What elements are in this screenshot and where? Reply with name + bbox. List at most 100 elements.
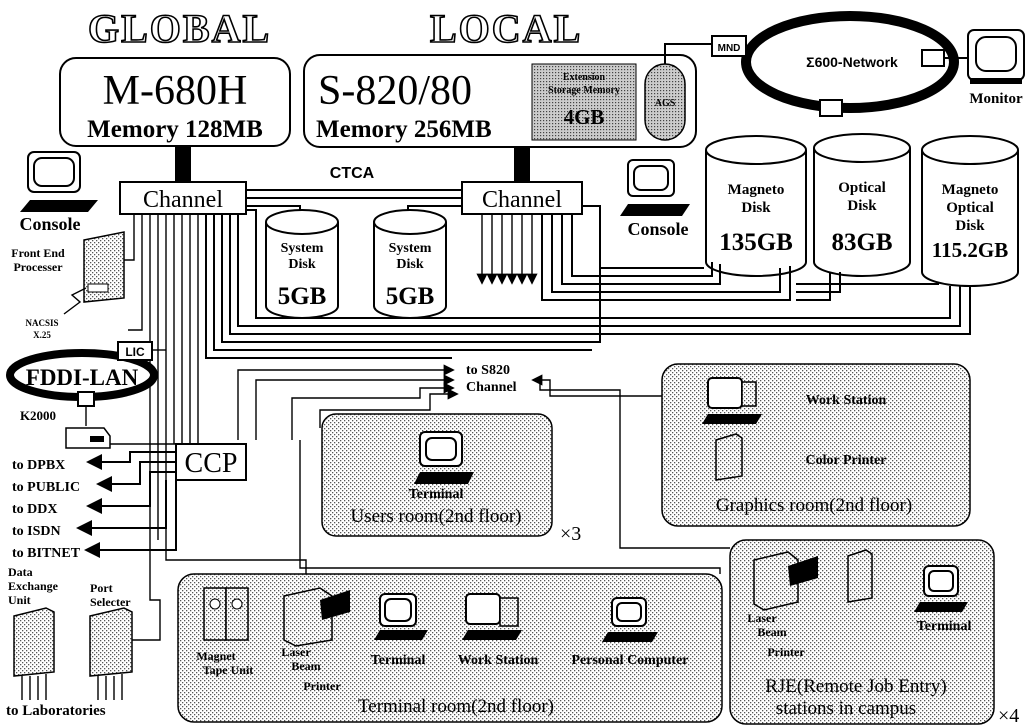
- magnet-line2: Tape Unit: [203, 663, 254, 677]
- monitor-icon: [967, 29, 1025, 84]
- system-disk-2-size: 5GB: [386, 283, 435, 310]
- left-channel-cables: [124, 209, 971, 641]
- data-exchange-unit-icon: [13, 607, 55, 700]
- mo-disk-size: 115.2GB: [932, 238, 1008, 262]
- sigma600-network: MND Σ600-Network: [711, 11, 968, 117]
- front-end-line2: Processer: [13, 260, 63, 274]
- channel-right-arrows: [476, 214, 538, 285]
- rje-multiplier: ×4: [998, 705, 1019, 727]
- ctca-label: CTCA: [330, 165, 375, 182]
- ccp-label: CCP: [185, 448, 238, 479]
- magnet-line1: Magnet: [196, 649, 235, 663]
- rje-terminal-label: Terminal: [917, 619, 972, 634]
- rje-laser-line2: Beam: [757, 625, 786, 639]
- rje-server-icon: [847, 549, 873, 603]
- laser-printer-icon: [283, 587, 350, 647]
- terminal-room-name: Terminal room(2nd floor): [358, 696, 554, 717]
- system-disk-1: [265, 209, 339, 319]
- console-right-label: Console: [627, 219, 688, 239]
- fddi-label: FDDI-LAN: [26, 365, 139, 390]
- users-room-name: Users room(2nd floor): [351, 506, 522, 527]
- k2000-device-icon: [65, 427, 111, 449]
- magneto-disk-line2: Disk: [741, 200, 771, 216]
- optical-disk: [813, 133, 911, 277]
- optical-disk-size: 83GB: [831, 229, 892, 256]
- tr-workstation-label: Work Station: [458, 653, 539, 668]
- channel-left-label: Channel: [143, 187, 223, 213]
- s820-memory: Memory 256MB: [316, 116, 492, 143]
- magneto-disk-size: 135GB: [719, 229, 793, 256]
- nacsis-line2: X.25: [33, 330, 51, 340]
- system-disk-2-line2: Disk: [396, 257, 423, 272]
- console-left-label: Console: [19, 214, 80, 234]
- users-room-terminal-label: Terminal: [409, 487, 464, 502]
- disk-cables: [541, 205, 939, 301]
- data-exchange-line1: Data: [8, 565, 33, 579]
- tr-pc-label: Personal Computer: [571, 653, 688, 668]
- monitor-label: Monitor: [969, 91, 1023, 107]
- nacsis-lightning: [63, 287, 87, 315]
- front-end-processer-icon: [83, 231, 125, 303]
- mo-disk-line3: Disk: [955, 218, 985, 234]
- m680h-memory: Memory 128MB: [87, 116, 263, 143]
- system-disk-1-line2: Disk: [288, 257, 315, 272]
- graphics-workstation-icon: [702, 377, 762, 424]
- network-label: Σ600-Network: [806, 54, 898, 70]
- port-selecter-icon: [89, 607, 133, 700]
- terminal-room-workstation-icon: [462, 593, 522, 640]
- channel-right-label: Channel: [482, 187, 562, 213]
- ext-line1: Extension: [563, 72, 606, 83]
- port-selecter-line2: Selecter: [90, 595, 131, 609]
- graphics-room-name: Graphics room(2nd floor): [716, 495, 912, 516]
- system-disk-1-line1: System: [281, 241, 324, 256]
- to-s820-line2: Channel: [466, 380, 517, 395]
- ags-label: AGS: [655, 98, 676, 109]
- tr-laser-line1: Laser: [281, 645, 311, 659]
- to-s820-arrows: [237, 364, 662, 540]
- link-bitnet: to BITNET: [12, 546, 81, 561]
- rje-laser-printer-icon: [753, 551, 818, 611]
- nacsis-line1: NACSIS: [25, 318, 58, 328]
- personal-computer-icon: [602, 597, 658, 642]
- data-exchange-line2: Exchange: [8, 579, 59, 593]
- link-ddx: to DDX: [12, 502, 58, 517]
- front-end-line1: Front End: [11, 246, 65, 260]
- users-room-multiplier: ×3: [560, 523, 581, 545]
- m680h-link-bar: [175, 146, 191, 184]
- tr-laser-line2: Beam: [291, 659, 320, 673]
- rje-name-line1: RJE(Remote Job Entry): [765, 676, 947, 697]
- mo-disk-line2: Optical: [946, 200, 994, 216]
- console-left-icon: [20, 151, 98, 212]
- m680h-name: M-680H: [103, 68, 248, 114]
- magneto-disk: [705, 135, 807, 277]
- lic-label: LIC: [125, 345, 145, 359]
- extension-storage-memory: [531, 63, 637, 141]
- channel-left-box: [119, 181, 247, 215]
- to-laboratories: to Laboratories: [6, 703, 106, 719]
- s820-box: S-820/80 Memory 256MB Extension Storage …: [303, 54, 697, 148]
- mnd-label: MND: [718, 43, 741, 54]
- external-links: [76, 451, 177, 558]
- color-printer-icon: [715, 433, 743, 481]
- magnet-tape-unit-icon: [203, 587, 249, 641]
- color-printer-label: Color Printer: [806, 453, 887, 468]
- link-dpbx: to DPBX: [12, 458, 65, 473]
- rje-laser-line1: Laser: [747, 611, 777, 625]
- magneto-optical-disk: [921, 135, 1019, 287]
- link-isdn: to ISDN: [12, 524, 61, 539]
- graphics-workstation-label: Work Station: [806, 393, 887, 408]
- mo-disk-line1: Magneto: [942, 182, 999, 198]
- optical-disk-line1: Optical: [838, 180, 886, 196]
- s820-link-bar: [514, 147, 530, 185]
- users-room-terminal-icon: [414, 431, 474, 484]
- tr-terminal-label: Terminal: [371, 653, 426, 668]
- link-public: to PUBLIC: [12, 480, 80, 495]
- port-selecter-line1: Port: [90, 581, 113, 595]
- k2000-label: K2000: [20, 408, 56, 423]
- rje-name-line2: stations in campus: [776, 698, 916, 719]
- rje-terminal-icon: [914, 565, 968, 612]
- fddi-lan: LIC FDDI-LAN: [6, 341, 158, 407]
- to-s820-line1: to S820: [466, 363, 510, 378]
- rje-laser-line3: Printer: [767, 645, 805, 659]
